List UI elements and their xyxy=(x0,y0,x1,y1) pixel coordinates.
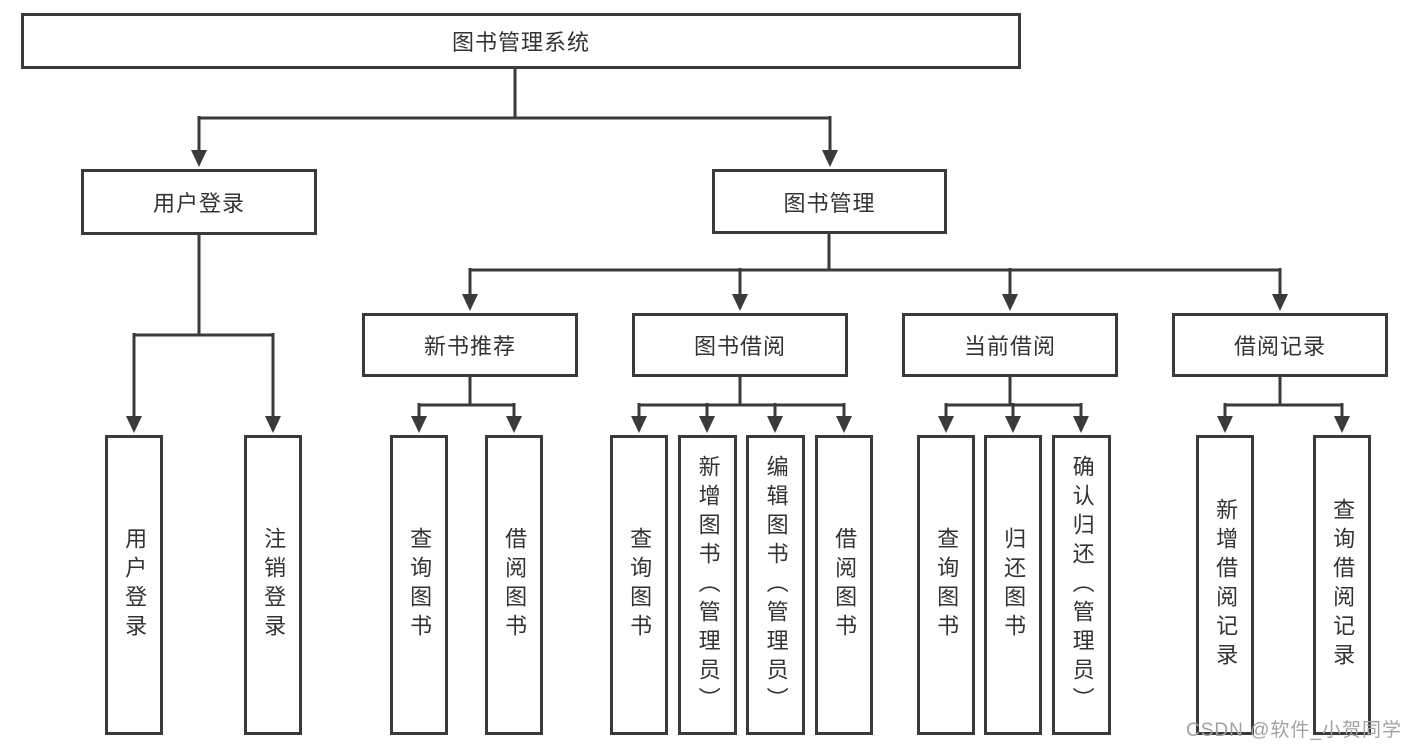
leaf-records-query-record-label: 查询借阅记录 xyxy=(1330,498,1356,672)
leaf-current-confirm-return-admin-label: 确认归还（管理员） xyxy=(1069,454,1095,716)
node-library-system: 图书管理系统 xyxy=(21,13,1021,69)
leaf-logout: 注销登录 xyxy=(244,435,302,735)
node-book-management-label: 图书管理 xyxy=(783,190,876,216)
watermark-text: CSDN @软件_小贺同学 xyxy=(1186,720,1402,741)
node-borrowing-records-label: 借阅记录 xyxy=(1233,334,1326,359)
leaf-newbook-borrow-books: 借阅图书 xyxy=(485,435,543,735)
leaf-newbook-query-books-label: 查询图书 xyxy=(407,527,433,643)
leaf-current-confirm-return-admin: 确认归还（管理员） xyxy=(1052,435,1111,735)
leaf-borrowing-borrow-books-label: 借阅图书 xyxy=(832,527,858,643)
node-book-borrowing: 图书借阅 xyxy=(632,313,848,377)
leaf-records-add-record-label: 新增借阅记录 xyxy=(1213,498,1239,672)
node-current-borrowing: 当前借阅 xyxy=(902,313,1118,377)
node-new-book-recommend: 新书推荐 xyxy=(362,313,578,377)
node-book-borrowing-label: 图书借阅 xyxy=(693,334,786,359)
leaf-newbook-borrow-books-label: 借阅图书 xyxy=(502,527,528,643)
node-current-borrowing-label: 当前借阅 xyxy=(963,334,1056,359)
leaf-borrowing-edit-books-admin: 编辑图书（管理员） xyxy=(746,435,805,735)
leaf-current-return-books-label: 归还图书 xyxy=(1001,527,1027,643)
leaf-borrowing-edit-books-admin-label: 编辑图书（管理员） xyxy=(763,454,789,716)
leaf-current-query-books: 查询图书 xyxy=(917,435,975,735)
leaf-logout-label: 注销登录 xyxy=(261,527,287,643)
node-user-login-branch: 用户登录 xyxy=(81,169,317,235)
leaf-current-query-books-label: 查询图书 xyxy=(934,527,960,643)
leaf-user-login: 用户登录 xyxy=(105,435,163,735)
node-new-book-recommend-label: 新书推荐 xyxy=(423,334,516,359)
leaf-current-return-books: 归还图书 xyxy=(984,435,1042,735)
leaf-records-query-record: 查询借阅记录 xyxy=(1313,435,1371,735)
leaf-borrowing-borrow-books: 借阅图书 xyxy=(815,435,873,735)
leaf-borrowing-query-books-label: 查询图书 xyxy=(627,527,653,643)
node-library-system-label: 图书管理系统 xyxy=(451,30,590,55)
leaf-borrowing-query-books: 查询图书 xyxy=(610,435,668,735)
leaf-records-add-record: 新增借阅记录 xyxy=(1196,435,1254,735)
leaf-newbook-query-books: 查询图书 xyxy=(390,435,448,735)
leaf-borrowing-add-books-admin-label: 新增图书（管理员） xyxy=(695,454,721,716)
node-borrowing-records: 借阅记录 xyxy=(1172,313,1388,377)
leaf-borrowing-add-books-admin: 新增图书（管理员） xyxy=(678,435,737,735)
leaf-user-login-label: 用户登录 xyxy=(122,527,148,643)
node-user-login-branch-label: 用户登录 xyxy=(152,191,245,216)
node-book-management: 图书管理 xyxy=(712,169,947,234)
